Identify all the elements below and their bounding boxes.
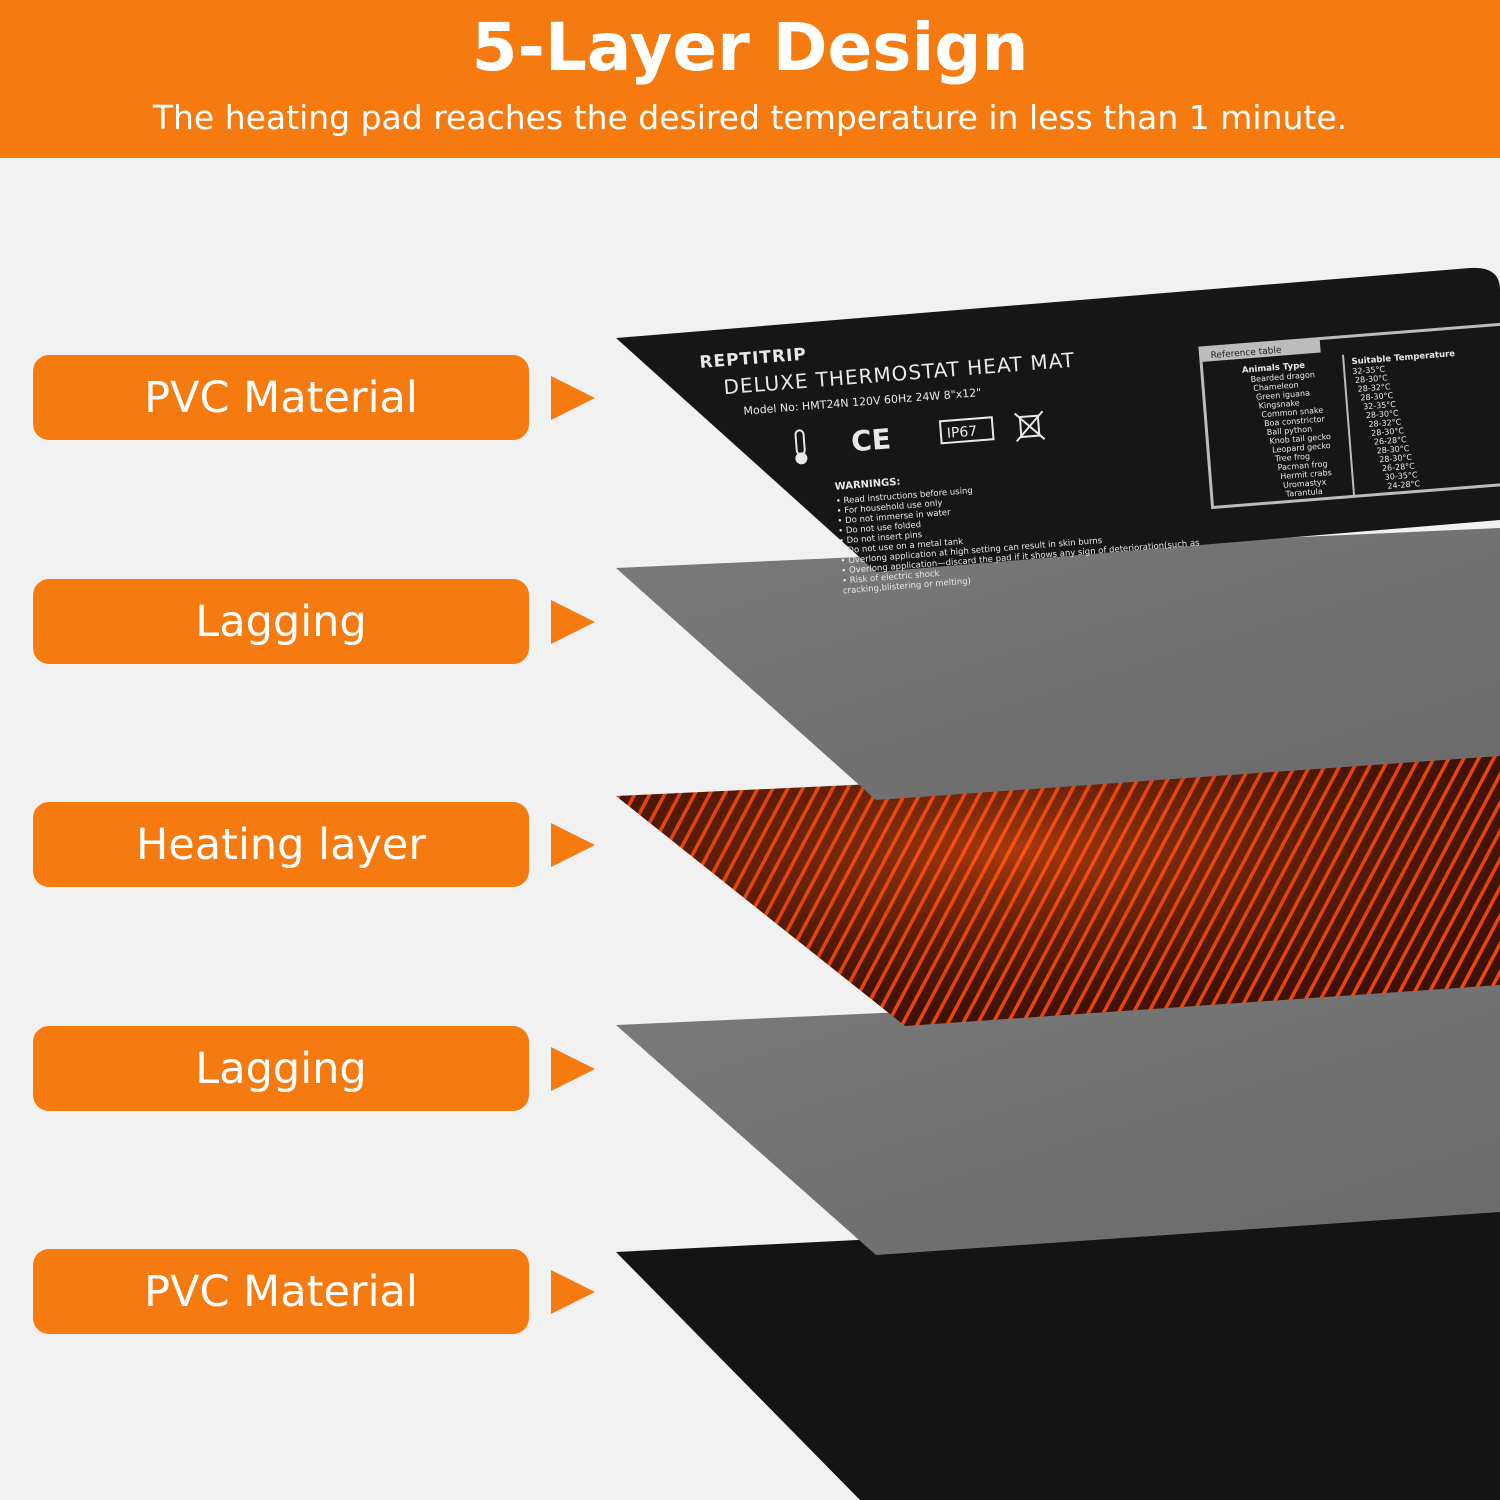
reference-animal: Hermit crabs [1280, 468, 1332, 481]
layer-label-text: Lagging [195, 596, 367, 647]
reference-temp: 24-28°C [1387, 479, 1421, 491]
page-title: 5-Layer Design [471, 9, 1029, 86]
layer-label-text: Heating layer [135, 819, 427, 870]
reference-temp: 28-30°C [1371, 426, 1405, 438]
reference-temp: 32-35°C [1363, 400, 1397, 412]
pvc-bottom-sheet [616, 1208, 1500, 1500]
arrow-right-icon [551, 1047, 595, 1091]
reference-temp: 26-28°C [1374, 435, 1408, 447]
reference-animal: Kingsnake [1258, 398, 1300, 410]
temperature-icon [794, 429, 808, 465]
ce-mark: CE [850, 422, 892, 458]
reference-temp: 28-30°C [1360, 391, 1394, 403]
layer-label-text: PVC Material [144, 1266, 418, 1317]
layer-label-lagging-upper: Lagging [33, 579, 529, 664]
lagging-lower-sheet [616, 985, 1500, 1255]
reference-temp: 28-30°C [1376, 444, 1410, 456]
arrow-right-icon [551, 600, 595, 644]
reference-animal: Pacman frog [1277, 459, 1328, 472]
reference-animal: Chameleon [1253, 380, 1299, 393]
recycle-bin-icon [1013, 410, 1046, 443]
warnings-title: WARNINGS: [834, 477, 901, 493]
reference-temp: 32-35°C [1352, 365, 1386, 377]
arrow-right-icon [551, 376, 595, 420]
reference-temp: 28-32°C [1368, 417, 1402, 429]
reference-temp: 28-30°C [1365, 409, 1399, 421]
page-subtitle: The heating pad reaches the desired temp… [152, 98, 1348, 137]
reference-animal: Tarantula [1284, 487, 1323, 499]
arrow-right-icon [551, 823, 595, 867]
reference-temp: 28-32°C [1357, 382, 1391, 394]
reference-temp: 26-28°C [1382, 461, 1416, 473]
layer-label-text: Lagging [195, 1043, 367, 1094]
layer-label-pvc-bottom: PVC Material [33, 1249, 529, 1334]
reference-temp: 28-30°C [1379, 453, 1413, 465]
reference-animal: Green iguana [1256, 389, 1311, 402]
arrow-right-icon [551, 1270, 595, 1314]
layer-label-lagging-lower: Lagging [33, 1026, 529, 1111]
reference-animal: Uromastyx [1283, 478, 1327, 490]
lagging-upper-sheet [616, 528, 1500, 800]
layer-label-text: PVC Material [144, 372, 418, 423]
reference-animal: Tree frog [1274, 452, 1311, 464]
header-banner: 5-Layer Design The heating pad reaches t… [0, 0, 1500, 158]
reference-header-animal: Animals Type [1242, 361, 1306, 376]
reference-animal: Ball python [1266, 424, 1312, 437]
layer-label-heating: Heating layer [33, 802, 529, 887]
reference-temp: 30-35°C [1384, 470, 1418, 482]
layer-label-pvc-top: PVC Material [33, 355, 529, 440]
reference-temp: 28-30°C [1355, 373, 1389, 385]
ip-rating: IP67 [946, 423, 978, 441]
